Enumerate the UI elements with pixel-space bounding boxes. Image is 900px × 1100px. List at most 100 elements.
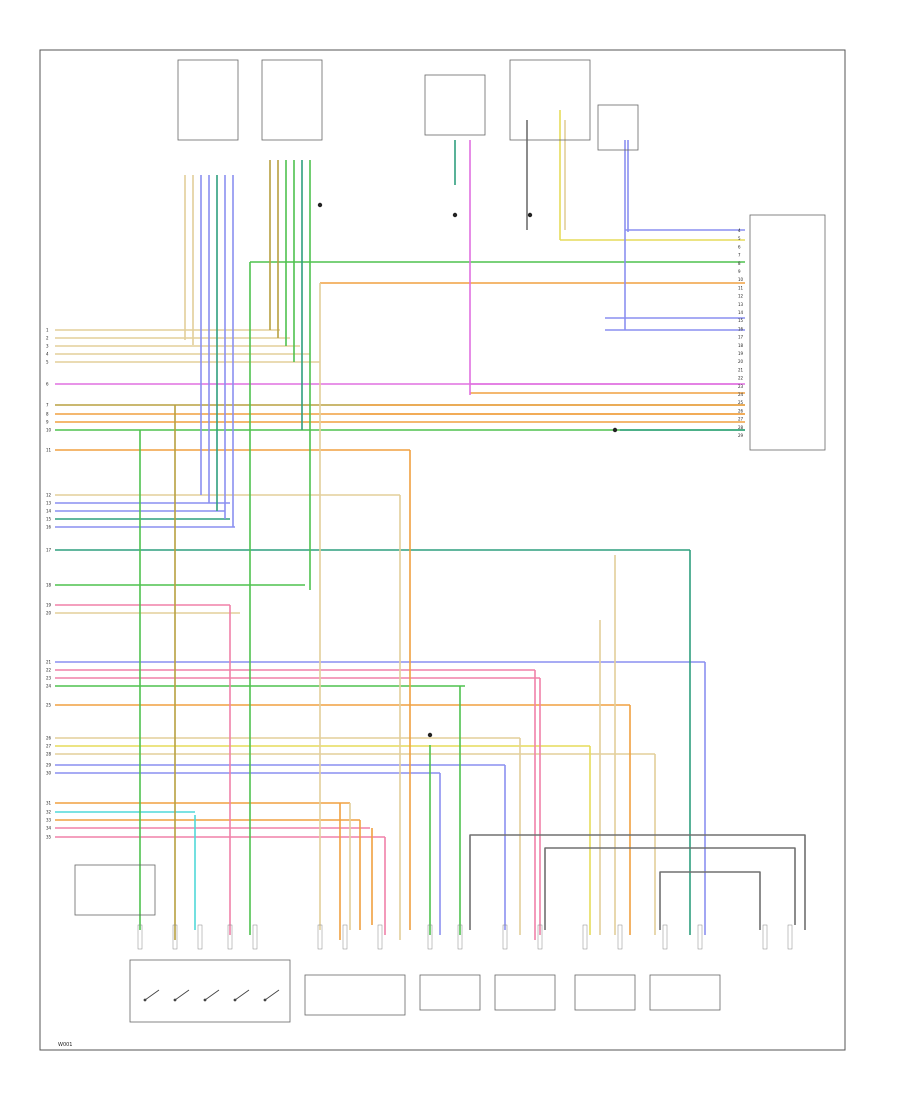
component-sensor-a: [419, 974, 481, 1011]
left-pin-number: 26: [46, 736, 52, 741]
left-pin-number: 34: [46, 826, 52, 831]
left-pin-number: 24: [46, 684, 52, 689]
switch-pivot: [263, 998, 267, 1002]
left-pin-number: 23: [46, 676, 52, 681]
pin-terminal: [617, 924, 623, 950]
left-pin-number: 27: [46, 744, 52, 749]
splice-dot: [427, 732, 433, 738]
module-pin-number: 4: [738, 228, 741, 233]
module-pin-number: 10: [738, 277, 744, 282]
module-pin-number: 11: [738, 285, 744, 290]
component-switch-assembly: [129, 959, 291, 1023]
module-pin-number: 20: [738, 359, 744, 364]
switch-pivot: [233, 998, 237, 1002]
shield-wire: [659, 871, 761, 930]
component-small-box-left: [74, 864, 156, 916]
module-pin-number: 22: [738, 376, 744, 381]
component-sensor-d: [649, 974, 721, 1011]
switch-contact: [204, 989, 220, 1001]
pin-terminal: [252, 924, 258, 950]
switch-pivot: [143, 998, 147, 1002]
splice-dot: [452, 212, 458, 218]
switch-pivot: [203, 998, 207, 1002]
left-pin-number: 17: [46, 548, 52, 553]
module-pin-number: 24: [738, 392, 744, 397]
left-pin-number: 25: [46, 703, 52, 708]
wire-group: [55, 110, 806, 940]
left-pin-number: 29: [46, 763, 52, 768]
left-pin-number: 14: [46, 509, 52, 514]
pin-terminal: [697, 924, 703, 950]
module-pin-number: 29: [738, 433, 744, 438]
left-pin-number: 11: [46, 448, 52, 453]
pin-terminal: [172, 924, 178, 950]
left-pin-number: 3: [46, 344, 49, 349]
module-pin-number: 25: [738, 400, 744, 405]
module-pin-number: 12: [738, 294, 744, 299]
component-top-right-sensor: [509, 59, 591, 141]
switch-contact: [174, 989, 190, 1001]
left-pin-number: 35: [46, 835, 52, 840]
left-pin-number: 9: [46, 420, 49, 425]
pin-terminal: [227, 924, 233, 950]
left-pin-number: 15: [46, 517, 52, 522]
left-pin-number: 18: [46, 583, 52, 588]
left-pin-number: 1: [46, 328, 49, 333]
module-pin-number: 18: [738, 343, 744, 348]
left-pin-number: 20: [46, 611, 52, 616]
switch-contact: [144, 989, 160, 1001]
component-sensor-c: [574, 974, 636, 1011]
module-pin-number: 21: [738, 367, 744, 372]
component-group: [74, 59, 826, 1023]
component-lower-sensor: [424, 74, 486, 136]
module-pin-number: 15: [738, 318, 744, 323]
switch-contact: [234, 989, 250, 1001]
component-sensor-b: [494, 974, 556, 1011]
pin-terminal: [317, 924, 323, 950]
module-pin-number: 19: [738, 351, 744, 356]
shield-wire: [544, 847, 796, 930]
module-pin-number: 17: [738, 335, 744, 340]
component-top-left-sensor: [177, 59, 239, 141]
switch-contact: [264, 989, 280, 1001]
module-pin-number: 14: [738, 310, 744, 315]
module-pin-number: 8: [738, 261, 741, 266]
left-pin-number: 2: [46, 336, 49, 341]
left-pin-number: 4: [46, 352, 49, 357]
diagram-border: [39, 49, 846, 1051]
pin-terminal: [762, 924, 768, 950]
left-pin-number: 22: [46, 668, 52, 673]
left-pin-number: 19: [46, 603, 52, 608]
left-pin-number: 31: [46, 801, 52, 806]
module-pin-number: 5: [738, 236, 741, 241]
module-pin-number: 13: [738, 302, 744, 307]
left-pin-number: 6: [46, 382, 49, 387]
left-pin-number: 28: [46, 752, 52, 757]
module-pin-number: 16: [738, 326, 744, 331]
component-blend-door-actuator: [597, 104, 639, 151]
pin-terminal: [197, 924, 203, 950]
pin-terminal: [427, 924, 433, 950]
left-pin-number: 12: [46, 493, 52, 498]
left-pin-number: 8: [46, 412, 49, 417]
module-pin-number: 28: [738, 425, 744, 430]
component-hvac-module-connector: [749, 214, 826, 451]
switch-pivot: [173, 998, 177, 1002]
module-pin-number: 26: [738, 408, 744, 413]
footer-code: W001: [58, 1042, 73, 1048]
splice-dot: [612, 427, 618, 433]
pin-label-group: 1234567891011121314151617181920212223242…: [46, 228, 744, 840]
pin-terminal: [662, 924, 668, 950]
splice-dot: [527, 212, 533, 218]
module-pin-number: 27: [738, 417, 744, 422]
module-pin-number: 9: [738, 269, 741, 274]
pin-terminal: [342, 924, 348, 950]
pin-terminal: [457, 924, 463, 950]
left-pin-number: 33: [46, 818, 52, 823]
left-pin-number: 16: [46, 525, 52, 530]
pin-terminal: [377, 924, 383, 950]
pin-terminal: [137, 924, 143, 950]
component-top-sensor-2: [261, 59, 323, 141]
left-pin-number: 5: [46, 360, 49, 365]
